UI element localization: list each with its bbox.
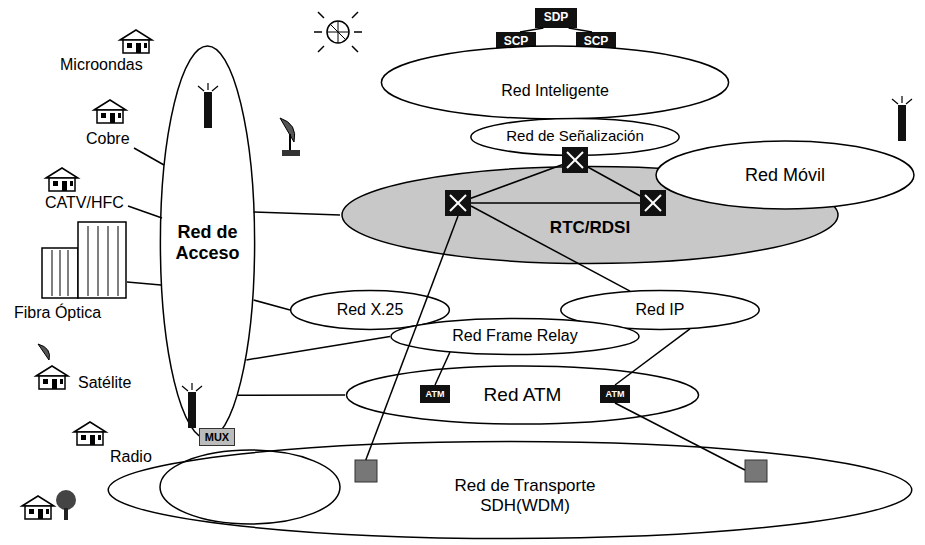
network-link [246,337,390,360]
access-medium-label: CATV/HFC [45,194,124,212]
house-icon [94,100,126,123]
node-text: Red IP [636,301,685,319]
transport-node [745,460,767,482]
switch-link [458,202,653,204]
network-ellipse: Red de Transporte SDH(WDM) [105,440,915,540]
node-text: SCP [584,35,609,49]
house-icon [120,30,152,53]
node-text: Red Inteligente [501,82,609,100]
switch-symbol [445,190,471,216]
access-medium-label: Satélite [78,374,131,392]
node-text: Red de Acceso [168,222,248,263]
node-text: RTC/RDSI [545,218,635,238]
network-link [520,28,543,32]
network-link [471,206,630,291]
dish-symbol [38,344,50,360]
access-wire [127,282,161,285]
access-wire [128,206,162,218]
network-link [615,403,745,470]
switch-link [458,160,575,203]
network-link [254,212,340,215]
atm-box: ATM [420,385,450,403]
access-medium-label: Radio [110,448,152,466]
house-icon [46,168,78,191]
network-link [615,329,690,385]
node-text: MUX [205,431,229,444]
switch-symbol [640,190,666,216]
node-text: Red de Señalización [470,127,680,144]
antenna-symbol [892,96,912,141]
access-medium-label: Cobre [86,130,130,148]
network-link [238,394,345,396]
mux-box: MUX [199,428,235,446]
office-building [42,222,126,298]
antenna-symbol [198,83,218,128]
tree-icon [56,490,76,520]
sdp-box: SDP [535,8,577,28]
node-text: Red Móvil [745,165,825,186]
atm-box: ATM [600,385,630,403]
network-link [366,216,458,460]
access-medium-label: Microondas [60,56,143,74]
network-link [435,352,450,385]
network-ellipse: Red Inteligente [380,45,730,120]
node-text: SDP [544,11,569,25]
network-link [569,28,592,32]
node-text: SCP [504,35,529,49]
house-icon [36,366,68,389]
node-text: ATM [426,389,445,399]
switch-symbol [562,147,588,173]
node-text: ATM [606,389,625,399]
house-icon [22,496,54,519]
transport-ring [160,450,340,524]
node-text: Red de Transporte SDH(WDM) [435,476,615,515]
access-medium-label: Fibra Óptica [14,304,101,322]
network-ellipse: Red Móvil [655,140,915,210]
transport-node [355,460,377,482]
dish-symbol [280,118,300,156]
node-text: Red Frame Relay [452,327,577,345]
house-icon [74,422,106,445]
antenna-symbol [182,383,202,428]
node-text: Red ATM [484,384,562,406]
network-link [254,300,290,310]
access-wire [134,148,164,165]
node-text: Red X.25 [337,301,404,319]
satellite-symbol [314,12,362,52]
network-ellipse: Red Frame Relay [390,318,640,355]
